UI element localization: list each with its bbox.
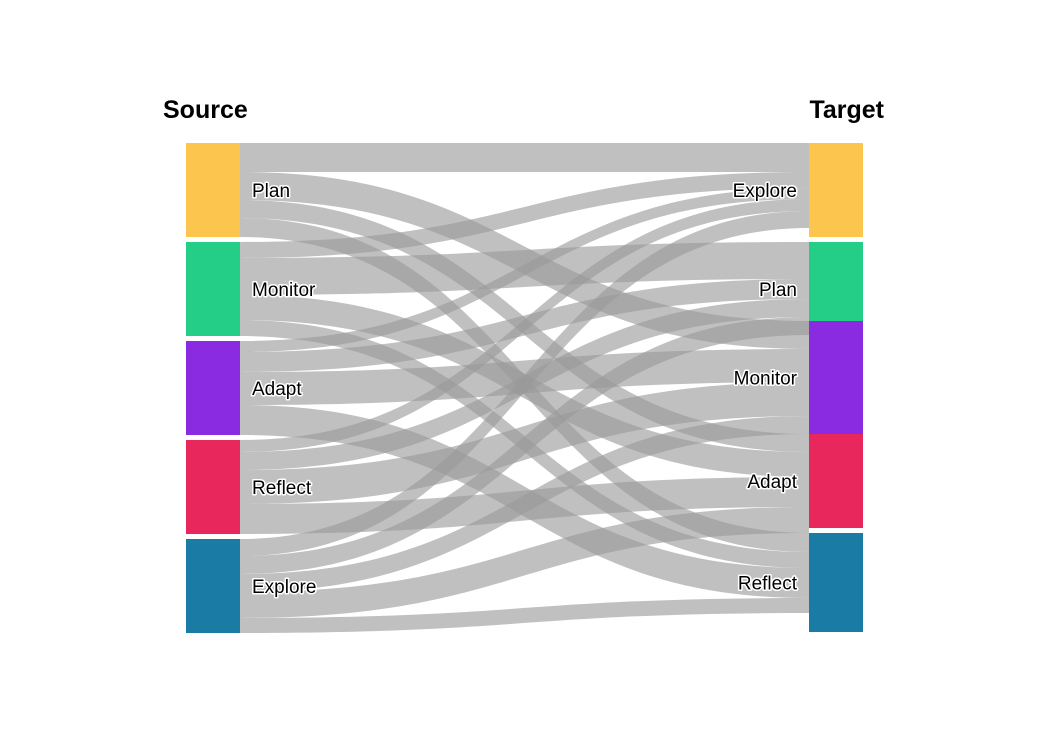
node-label-target-adapt: Adapt (747, 472, 797, 493)
sankey-node-target-reflect[interactable] (809, 533, 863, 632)
sankey-link[interactable] (240, 172, 809, 258)
sankey-link[interactable] (240, 199, 809, 452)
sankey-link[interactable] (240, 211, 809, 556)
node-label-target-reflect: Reflect (738, 574, 798, 595)
node-label-target-monitor: Monitor (734, 369, 798, 390)
sankey-node-source-monitor[interactable] (186, 242, 240, 336)
sankey-node-source-adapt[interactable] (186, 341, 240, 435)
nodes-layer (186, 143, 863, 633)
node-label-target-explore: Explore (733, 181, 797, 202)
node-label-source-reflect: Reflect (252, 478, 312, 499)
sankey-node-source-reflect[interactable] (186, 440, 240, 534)
sankey-node-target-explore[interactable] (809, 143, 863, 237)
sankey-node-source-explore[interactable] (186, 539, 240, 633)
links-layer (240, 143, 809, 633)
sankey-node-source-plan[interactable] (186, 143, 240, 237)
sankey-node-target-monitor[interactable] (809, 321, 863, 434)
sankey-link[interactable] (240, 143, 809, 172)
sankey-node-target-plan[interactable] (809, 242, 863, 336)
target-column-title: Target (809, 96, 884, 124)
labels-layer: PlanMonitorAdaptReflectExploreExplorePla… (251, 180, 800, 600)
sankey-link[interactable] (240, 188, 809, 352)
sankey-link[interactable] (240, 598, 809, 633)
sankey-link[interactable] (240, 507, 809, 618)
node-label-source-adapt: Adapt (252, 379, 302, 400)
node-label-source-monitor: Monitor (252, 280, 316, 301)
source-column-title: Source (163, 96, 248, 124)
node-label-target-plan: Plan (759, 280, 797, 301)
sankey-link[interactable] (240, 317, 809, 574)
sankey-node-target-adapt[interactable] (809, 434, 863, 528)
sankey-link[interactable] (240, 416, 809, 592)
node-label-source-explore: Explore (252, 577, 316, 598)
node-label-source-plan: Plan (252, 181, 290, 202)
